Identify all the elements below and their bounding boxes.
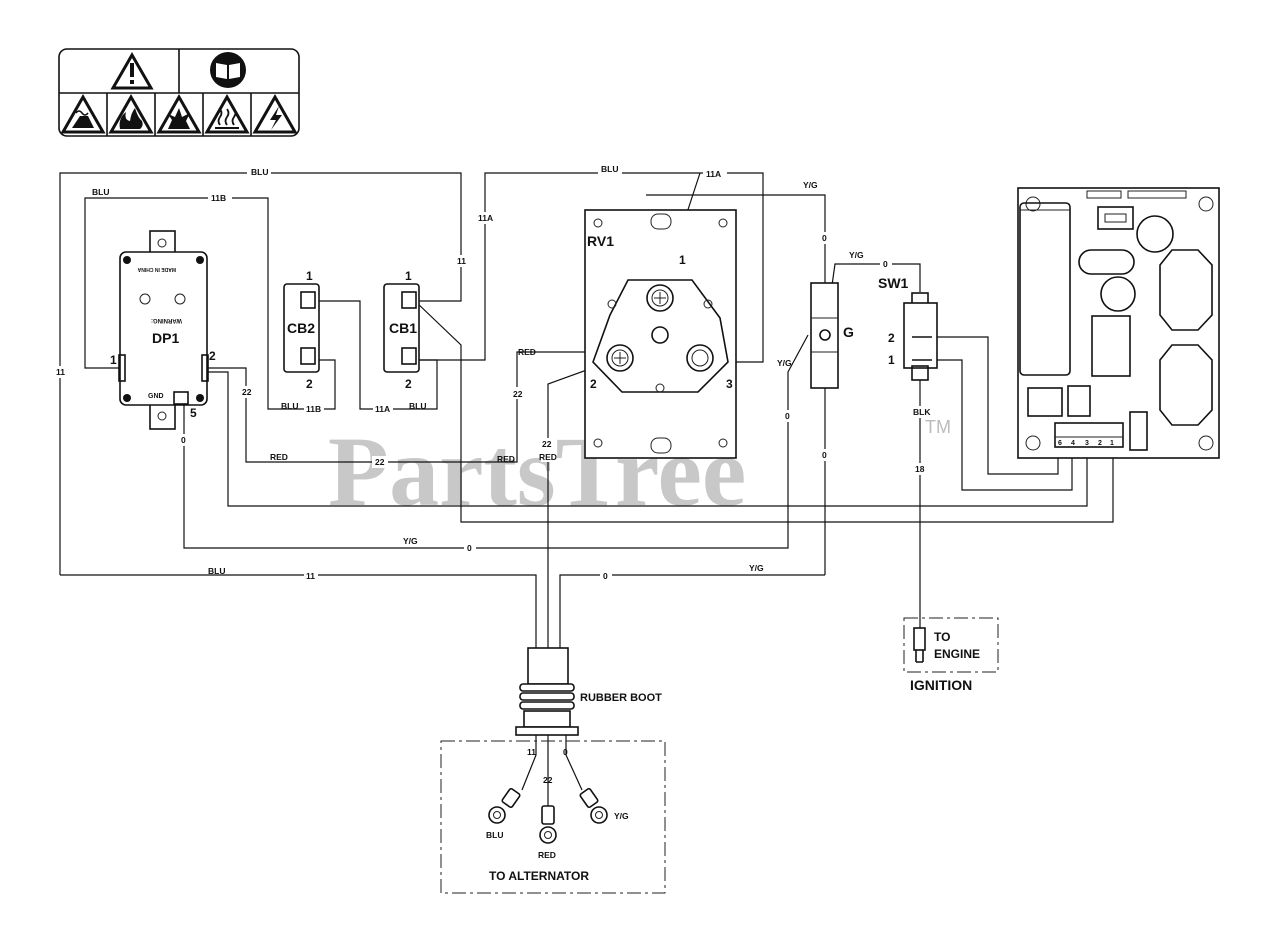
label-blk: BLK: [913, 407, 931, 417]
sw1-switch: SW1 2 1: [878, 275, 938, 381]
board-pin-2: 2: [1098, 440, 1102, 447]
hot-surface-icon: [204, 93, 250, 134]
control-board: 6 4 3 2 1: [1017, 187, 1220, 459]
label-11a-side: 11A: [478, 213, 493, 223]
label-0-sw: 0: [883, 259, 888, 269]
label-0-g: 0: [785, 411, 790, 421]
alt-0: 0: [563, 747, 568, 757]
sw1-pin1: 1: [888, 353, 895, 367]
cb2-pin2: 2: [306, 377, 313, 391]
alt-yg: Y/G: [614, 811, 629, 821]
ground-label: G: [843, 324, 854, 340]
label-blu-top: BLU: [251, 167, 268, 177]
label-yg-g: Y/G: [777, 358, 792, 368]
toxic-fumes-icon: [60, 93, 106, 134]
rv1-regulator: RV1 1 2 3: [584, 209, 737, 459]
label-yg-bottom2: Y/G: [749, 563, 764, 573]
explosion-icon: [156, 93, 202, 134]
board-pin-3: 3: [1085, 440, 1089, 447]
label-11b-bot: 11B: [306, 404, 321, 414]
label-22-dp: 22: [242, 387, 252, 397]
label-blu-cb2: BLU: [281, 401, 298, 411]
cb2-label: CB2: [287, 320, 315, 336]
dp1-made-in: MADE IN CHINA: [137, 266, 176, 272]
label-22-rv: 22: [513, 389, 523, 399]
safety-label: [58, 48, 300, 137]
warning-triangle-icon: [110, 51, 154, 90]
label-22-mid: 22: [375, 457, 385, 467]
ignition-connector: TO ENGINE IGNITION: [903, 617, 999, 693]
ignition-label: IGNITION: [910, 677, 972, 693]
fire-icon: [108, 93, 154, 134]
dp1-receptacle: WARNING: MADE IN CHINA DP1 GND 1 2 5: [110, 230, 216, 430]
dp1-label: DP1: [152, 330, 179, 346]
board-pin-6: 6: [1058, 440, 1062, 447]
dp1-pin1: 1: [110, 353, 117, 367]
dp1-gnd: GND: [148, 393, 164, 400]
cb1-breaker: CB1 1 2: [383, 269, 420, 391]
rv1-pin2: 2: [590, 377, 597, 391]
dp1-warning-text: WARNING:: [151, 317, 182, 323]
label-blu-11b: BLU: [92, 187, 109, 197]
label-red-mid2: RED: [497, 454, 515, 464]
label-11-left: 11: [56, 367, 65, 377]
board-pin-1: 1: [1110, 440, 1114, 447]
dp1-pin2: 2: [209, 349, 216, 363]
ground-lug: G: [810, 282, 854, 389]
cb2-breaker: CB2 1 2: [283, 269, 320, 391]
wire-labels: BLU BLU 11B 11 11 BLU 11B 11A BLU BLU 11…: [53, 164, 935, 582]
alt-22: 22: [543, 775, 553, 785]
label-blu-bottom: BLU: [208, 566, 225, 576]
to-alternator-label: TO ALTERNATOR: [489, 869, 589, 883]
label-0-top: 0: [822, 233, 827, 243]
alt-red: RED: [538, 850, 556, 860]
label-blu-cb1: BLU: [409, 401, 426, 411]
alternator-connections: 11 22 0 BLU RED Y/G TO ALTERNATOR: [440, 740, 666, 894]
label-0-bottom2: 0: [603, 571, 608, 581]
label-red-down: RED: [539, 452, 557, 462]
to-engine-line2: ENGINE: [934, 647, 980, 661]
rv1-pin3: 3: [726, 377, 733, 391]
cb1-label: CB1: [389, 320, 417, 336]
cb1-pin2: 2: [405, 377, 412, 391]
alt-11: 11: [527, 747, 536, 757]
rubber-boot-label: RUBBER BOOT: [580, 692, 662, 704]
label-0-g2: 0: [822, 450, 827, 460]
label-22-down: 22: [542, 439, 552, 449]
label-11-dp: 11: [457, 256, 466, 266]
dp1-pin5: 5: [190, 406, 197, 420]
cb2-pin1: 1: [306, 269, 313, 283]
label-red-rv: RED: [518, 347, 536, 357]
to-engine-line1: TO: [934, 630, 950, 644]
label-blu-rv: BLU: [601, 164, 618, 174]
board-pin-4: 4: [1071, 440, 1075, 447]
sw1-label: SW1: [878, 275, 909, 291]
electric-shock-icon: [252, 93, 298, 134]
rubber-boot: RUBBER BOOT: [515, 647, 662, 736]
label-0-dp: 0: [181, 435, 186, 445]
label-yg-sw: Y/G: [849, 250, 864, 260]
alt-blu: BLU: [486, 830, 503, 840]
label-0-bottom: 0: [467, 543, 472, 553]
watermark-tm: TM: [925, 417, 951, 437]
label-11-bottom: 11: [306, 571, 315, 581]
label-red-mid: RED: [270, 452, 288, 462]
rv1-pin1: 1: [679, 253, 686, 267]
rv1-label: RV1: [587, 233, 614, 249]
cb1-pin1: 1: [405, 269, 412, 283]
manual-icon: [210, 52, 246, 88]
label-11a-top: 11A: [706, 169, 721, 179]
label-yg-bottom: Y/G: [403, 536, 418, 546]
label-11b-top: 11B: [211, 193, 226, 203]
label-18: 18: [915, 464, 925, 474]
label-11a-bot: 11A: [375, 404, 390, 414]
sw1-pin2: 2: [888, 331, 895, 345]
label-yg-top: Y/G: [803, 180, 818, 190]
